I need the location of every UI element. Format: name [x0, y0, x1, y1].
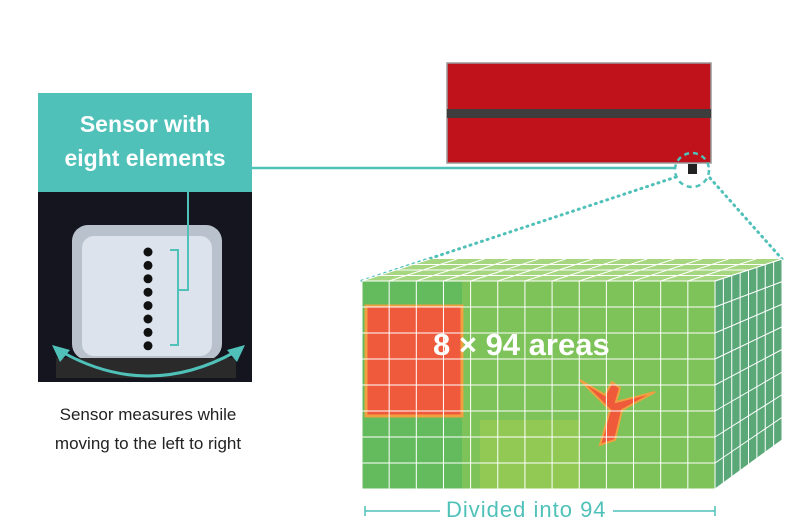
- width-label: Divided into 94: [440, 497, 613, 523]
- sensor-element-dot: [143, 274, 153, 284]
- bracket-connector: [170, 192, 189, 346]
- sensor-label: Sensor with eight elements: [38, 93, 252, 192]
- sensor-photo: [38, 192, 252, 382]
- sensor-caption: Sensor measures while moving to the left…: [18, 400, 278, 458]
- movement-arrow-icon: [61, 350, 236, 378]
- sensor-label-line1: Sensor with: [79, 111, 211, 137]
- sensor-element-dot: [143, 301, 153, 311]
- sensor-element-dot: [143, 287, 153, 297]
- grid-label: 8 × 94 areas: [433, 327, 610, 362]
- caption-line1: Sensor measures while: [59, 405, 237, 424]
- sensor-icon: [688, 164, 697, 174]
- heat-map-grid: [361, 258, 783, 490]
- sensor-elements: [143, 247, 153, 351]
- sensor-element-dot: [143, 260, 153, 270]
- sensor-element-dot: [143, 341, 153, 351]
- sensor-element-dot: [143, 314, 153, 324]
- air-conditioner-unit: [446, 62, 712, 189]
- caption-line2: moving to the left to right: [54, 434, 242, 453]
- sensor-element-dot: [143, 327, 153, 337]
- sensor-element-dot: [143, 247, 153, 257]
- sensor-label-line2: eight elements: [64, 145, 226, 171]
